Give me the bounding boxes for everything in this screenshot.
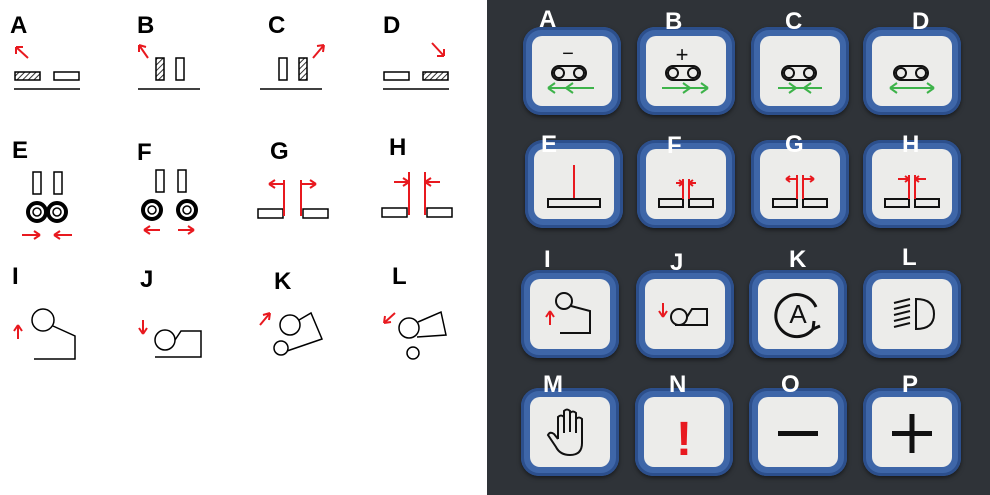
key-l[interactable] (863, 270, 961, 358)
minus-icon (778, 431, 818, 436)
key-label-h: H (902, 131, 920, 158)
key-label-b: B (665, 8, 683, 35)
key-label-l: L (902, 244, 917, 271)
ref-label-h: H (389, 134, 407, 161)
key-label-j: J (670, 249, 684, 276)
key-a[interactable]: − (523, 27, 621, 115)
key-label-c: C (785, 8, 803, 35)
key-label-n: N (669, 371, 687, 398)
key-label-o: O (781, 371, 800, 398)
membrane-keypad: − A + B C D (487, 0, 990, 495)
close-arrows-icon (658, 179, 714, 208)
key-i[interactable] (521, 270, 619, 358)
key-n[interactable]: ! (635, 388, 733, 476)
key-label-p: P (902, 371, 919, 398)
ref-label-a: A (10, 12, 28, 39)
diagram-d-icon (383, 42, 449, 90)
svg-text:A: A (789, 299, 807, 329)
key-c[interactable] (751, 27, 849, 115)
center-split-icon (547, 165, 601, 208)
diagram-k-icon (259, 311, 324, 356)
diagram-l-icon (383, 310, 447, 360)
key-label-m: M (543, 371, 563, 398)
ref-label-d: D (383, 12, 401, 39)
key-o[interactable] (749, 388, 847, 476)
key-m[interactable] (521, 388, 619, 476)
diagram-b-icon (138, 44, 200, 90)
conveyor-diverge-icon (889, 65, 935, 94)
plus-icon (892, 414, 932, 453)
key-label-a: A (539, 6, 557, 33)
conveyor-forward-icon: + (662, 42, 709, 94)
ref-label-i: I (12, 263, 19, 290)
key-label-i: I (544, 246, 551, 273)
key-p[interactable] (863, 388, 961, 476)
open-outward-icon (772, 175, 828, 208)
diagram-a-icon (14, 46, 80, 90)
conveyor-reverse-icon: − (547, 43, 594, 94)
key-label-d: D (912, 8, 930, 35)
diagram-c-icon (260, 44, 325, 90)
diagram-e-icon (22, 171, 72, 240)
diagram-g-icon (257, 179, 329, 219)
ref-label-c: C (268, 12, 286, 39)
svg-text:+: + (676, 42, 689, 67)
alert-icon: ! (676, 413, 692, 466)
key-label-f: F (667, 132, 682, 159)
svg-text:−: − (562, 43, 574, 65)
key-d[interactable] (863, 27, 961, 115)
lift-up-icon (545, 292, 591, 334)
reference-drawings (13, 42, 453, 360)
key-label-k: K (789, 246, 807, 273)
key-label-g: G (785, 131, 804, 158)
lower-down-icon (658, 303, 708, 326)
key-k[interactable]: A (749, 270, 847, 358)
diagram-f-icon (141, 169, 198, 235)
key-j[interactable] (636, 270, 734, 358)
key-h[interactable] (863, 140, 961, 228)
close-inward-icon (884, 175, 940, 208)
diagram-h-icon (381, 172, 453, 218)
ref-label-k: K (274, 268, 292, 295)
key-label-e: E (541, 131, 558, 158)
headlight-icon (893, 297, 936, 331)
conveyor-converge-icon (778, 65, 822, 94)
key-b[interactable]: + (637, 27, 735, 115)
ref-label-b: B (137, 12, 155, 39)
diagram-i-icon (13, 308, 76, 360)
ref-label-j: J (140, 266, 154, 293)
svg-text:!: ! (676, 413, 692, 466)
stop-hand-icon (546, 408, 583, 457)
ref-label-f: F (137, 139, 152, 166)
ref-label-g: G (270, 138, 289, 165)
key-e[interactable] (525, 140, 623, 228)
ref-label-e: E (12, 137, 29, 164)
key-f[interactable] (637, 140, 735, 228)
diagram-j-icon (138, 320, 202, 358)
auto-mode-icon: A (774, 293, 821, 339)
key-g[interactable] (751, 140, 849, 228)
ref-label-l: L (392, 263, 407, 290)
